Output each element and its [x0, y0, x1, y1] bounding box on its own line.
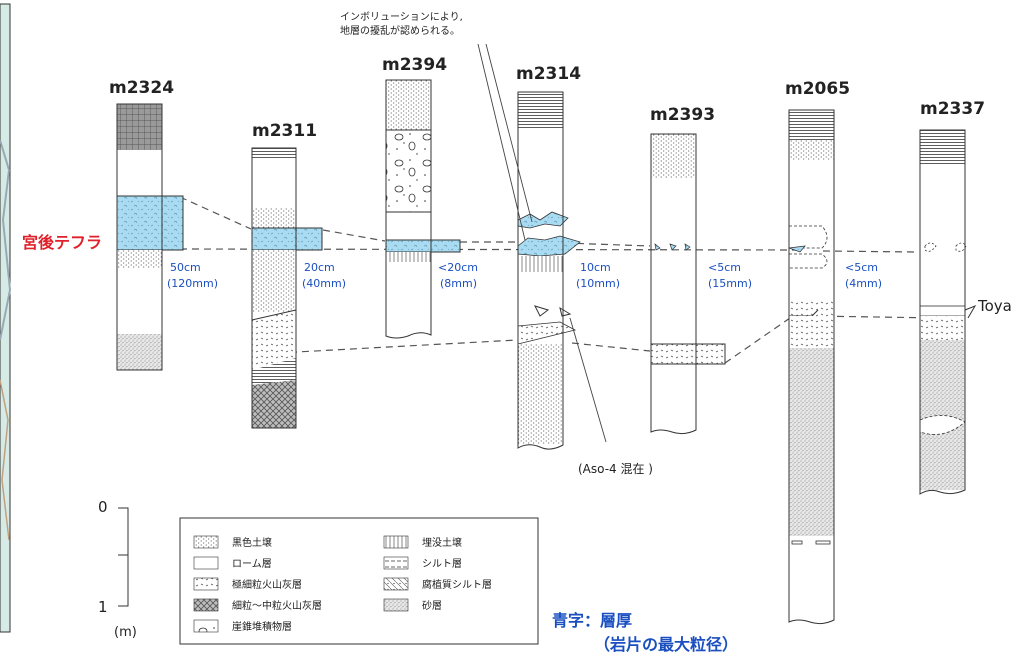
- grain-m2324: (120mm): [167, 277, 218, 290]
- legend-item-sand: 砂層: [383, 598, 442, 612]
- grain-m2394: (8mm): [440, 277, 477, 290]
- thickness-m2314: 10cm: [580, 261, 611, 274]
- column-m2311: [251, 147, 323, 429]
- grain-m2311: (40mm): [302, 277, 346, 290]
- legend-label-talus: 崖錐堆積物層: [232, 620, 292, 633]
- column-title-m2394: m2394: [382, 55, 447, 75]
- legend: 黒色土壌 ローム層 極細粒火山灰層 細粒～中粒火山灰層 崖錐堆積物層 埋没土壌 …: [179, 517, 539, 645]
- grain-m2393: (15mm): [708, 277, 752, 290]
- scale-bottom-label: 1: [98, 598, 108, 616]
- annotation-top-line1: インボリューションにより,: [340, 11, 463, 23]
- annotation-top-line2: 地層の擾乱が認められる。: [340, 24, 460, 37]
- column-title-m2065: m2065: [785, 79, 850, 99]
- annotation-aso4: (Aso-4 混在 ): [578, 462, 653, 476]
- scale-unit-label: (m): [114, 625, 137, 640]
- correlation-lines: [179, 196, 941, 364]
- toya-label: Toya: [977, 297, 1012, 315]
- column-m2337: [919, 129, 977, 495]
- legend-label-silt: シルト層: [422, 558, 462, 570]
- legend-item-talus: 崖錐堆積物層: [193, 619, 292, 633]
- map-fragment: [0, 0, 12, 654]
- scale-bar: 0 1 (m): [98, 498, 137, 640]
- legend-item-fine-medium-ash: 細粒～中粒火山灰層: [193, 598, 322, 612]
- note-line1: 青字：層厚: [552, 611, 632, 630]
- legend-item-very-fine-ash: 極細粒火山灰層: [193, 577, 302, 591]
- legend-label-sand: 砂層: [422, 599, 442, 612]
- column-title-m2314: m2314: [516, 64, 581, 84]
- thickness-m2394: <20cm: [438, 261, 478, 274]
- grain-m2065: (4mm): [845, 277, 882, 290]
- annotation-leaders: [477, 43, 607, 443]
- legend-label-fine-medium-ash: 細粒～中粒火山灰層: [232, 599, 322, 612]
- legend-label-very-fine-ash: 極細粒火山灰層: [232, 578, 302, 591]
- column-m2394: [385, 79, 461, 339]
- legend-item-silt: シルト層: [383, 556, 462, 570]
- legend-label-buried-soil: 埋没土壌: [422, 536, 462, 549]
- legend-label-black-soil: 黒色土壌: [232, 536, 272, 549]
- thickness-m2311: 20cm: [304, 261, 335, 274]
- note-line2: （岩片の最大粒径）: [594, 635, 738, 654]
- column-title-m2324: m2324: [109, 78, 174, 98]
- legend-item-humic-silt: 腐植質シルト層: [383, 577, 492, 591]
- column-title-m2311: m2311: [252, 121, 317, 141]
- thickness-m2324: 50cm: [170, 261, 201, 274]
- column-m2065: [788, 109, 835, 625]
- scale-top-label: 0: [98, 498, 108, 516]
- column-m2324: [116, 103, 184, 371]
- legend-label-loam: ローム層: [232, 558, 272, 570]
- column-title-m2337: m2337: [920, 99, 985, 119]
- column-title-m2393: m2393: [650, 105, 715, 125]
- column-m2314: [517, 91, 581, 450]
- tephra-label: 宮後テフラ: [22, 233, 102, 252]
- column-m2393: [650, 133, 726, 435]
- legend-item-loam: ローム層: [193, 556, 272, 570]
- legend-label-humic-silt: 腐植質シルト層: [422, 578, 492, 591]
- thickness-m2393: <5cm: [708, 261, 741, 274]
- thickness-m2065: <5cm: [845, 261, 878, 274]
- grain-m2314: (10mm): [576, 277, 620, 290]
- legend-item-black-soil: 黒色土壌: [193, 535, 272, 549]
- legend-item-buried-soil: 埋没土壌: [383, 535, 462, 549]
